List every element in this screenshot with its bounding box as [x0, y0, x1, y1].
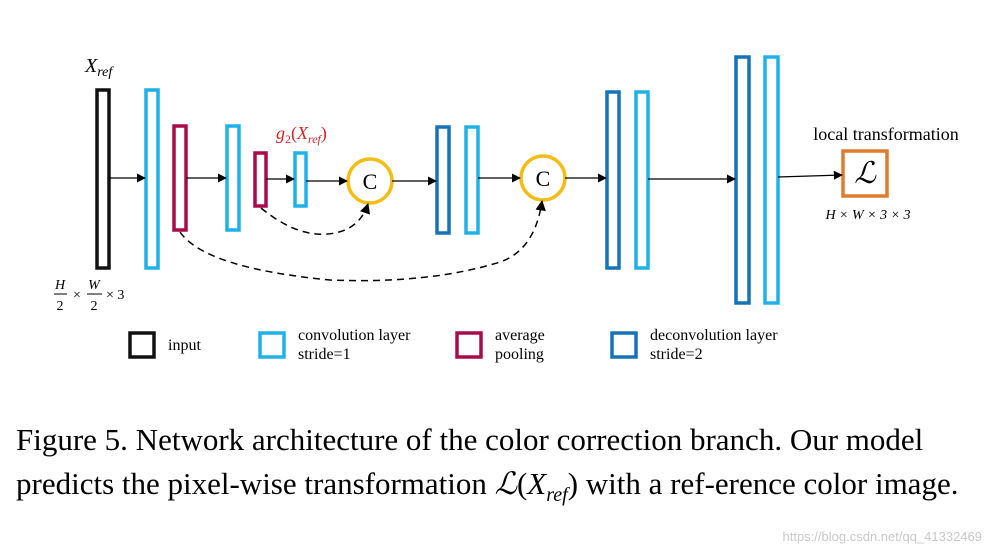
conv-block-4 [464, 125, 480, 235]
svg-text:2: 2 [57, 299, 64, 314]
concat-node-1-label: C [363, 169, 378, 194]
conv-block-3 [293, 151, 308, 208]
output-transform-box [841, 149, 889, 198]
architecture-diagram: Xref C C ℒ g2(Xref) H 2 [54, 55, 959, 363]
svg-text:× 3: × 3 [106, 288, 124, 303]
conv-block-2 [225, 124, 241, 232]
output-dims-label: H × W × 3 × 3 [824, 208, 910, 223]
svg-text:H: H [54, 278, 66, 293]
conv-block-1 [144, 88, 160, 270]
caption-math-l: ℒ [494, 466, 517, 501]
legend-label-input: input [168, 337, 201, 354]
svg-text:2: 2 [91, 299, 98, 314]
legend-swatch-conv [258, 331, 286, 359]
watermark: https://blog.csdn.net/qq_41332469 [782, 529, 983, 544]
caption-part-1: Figure 5. Network architecture of the co… [16, 422, 924, 501]
conv-block-5 [634, 90, 650, 270]
deconv-block-1 [435, 125, 451, 235]
svg-text:×: × [73, 288, 81, 303]
legend-label-conv-2: stride=1 [298, 346, 351, 363]
input-block [95, 88, 111, 270]
caption-math-sub: ref [546, 484, 568, 507]
caption-math-open: ( [516, 466, 528, 501]
skip-connection-2 [179, 199, 546, 282]
legend-label-pool-1: average [495, 327, 545, 344]
legend-swatch-input [128, 331, 156, 359]
skip-connections [179, 199, 546, 282]
caption-math-close: ) [567, 466, 579, 501]
forward-arrows [109, 170, 843, 186]
caption-math-x: X [527, 466, 547, 501]
legend-label-deconv-1: deconvolution layer [650, 327, 778, 344]
deconv-block-3 [734, 55, 751, 305]
legend: input convolution layer stride=1 average… [128, 327, 778, 363]
input-size-label: H 2 × W 2 × 3 [54, 278, 124, 314]
script-l-icon: ℒ [854, 157, 877, 190]
conv-block-6 [763, 55, 780, 305]
legend-label-deconv-2: stride=2 [650, 346, 703, 363]
local-transformation-label: local transformation [813, 124, 958, 144]
concat-node-2-label: C [536, 166, 551, 191]
caption-part-2: with a ref-erence color image. [578, 466, 959, 501]
legend-label-pool-2: pooling [495, 346, 544, 363]
legend-label-conv-1: convolution layer [298, 327, 411, 344]
svg-text:W: W [88, 278, 101, 293]
pool-block-1 [172, 124, 188, 232]
skip-connection-1 [260, 203, 370, 235]
legend-swatch-deconv [610, 331, 638, 359]
deconv-block-2 [605, 90, 621, 270]
pool-block-2 [253, 151, 268, 208]
g2-label: g2(Xref) [276, 123, 327, 146]
xref-label: Xref [84, 55, 114, 80]
legend-swatch-pool [455, 331, 483, 359]
figure-caption: Figure 5. Network architecture of the co… [16, 418, 976, 506]
